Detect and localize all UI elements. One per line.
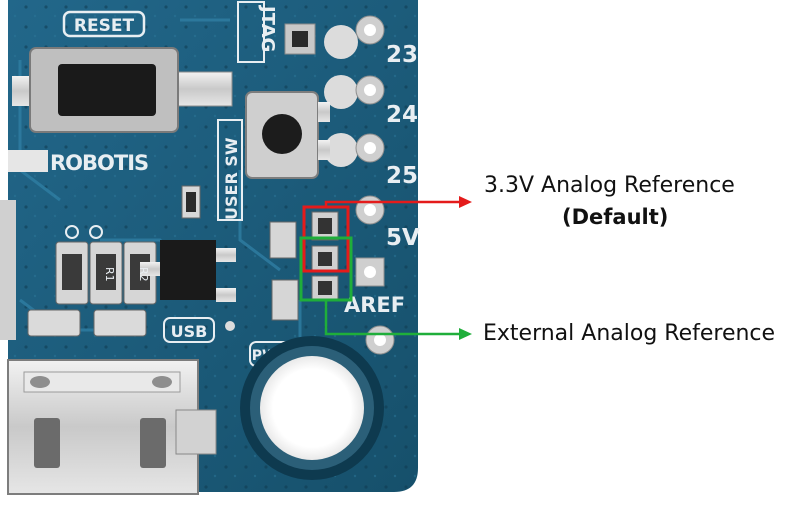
jtag-label: JTAG xyxy=(257,4,278,52)
pin-24-label: 24 xyxy=(386,102,418,128)
aref-label: AREF xyxy=(344,293,405,317)
brand-stripe xyxy=(8,150,48,172)
brand-label: ROBOTIS xyxy=(50,151,148,175)
internal-ref-default-note: (Default) xyxy=(562,205,669,229)
usb-silk-box xyxy=(163,317,215,343)
jtag-silk-box xyxy=(237,1,265,63)
user-switch xyxy=(245,91,330,179)
mounting-hole xyxy=(240,336,384,480)
header-pads xyxy=(324,15,395,355)
reset-label: RESET xyxy=(74,16,135,36)
external-ref-callout-line xyxy=(324,300,460,336)
pin-25-label: 25 xyxy=(386,163,418,189)
resistor-r1-label: R1 xyxy=(103,267,116,282)
aref-jumper-pads xyxy=(311,211,339,301)
usb-label: USB xyxy=(171,322,208,341)
reset-button xyxy=(12,47,233,133)
external-ref-label: External Analog Reference xyxy=(483,321,776,346)
smd-components xyxy=(0,185,299,340)
external-ref-arrowhead xyxy=(459,328,472,340)
usb-led-hole xyxy=(225,321,235,331)
pin-5v-label: 5V xyxy=(386,225,420,251)
micro-usb-connector xyxy=(7,359,217,495)
internal-ref-callout-line xyxy=(324,200,460,207)
reset-silk-box xyxy=(62,10,146,38)
resistor-r2-label: R2 xyxy=(137,267,150,282)
user-sw-silk-box xyxy=(217,119,243,221)
pin-23-label: 23 xyxy=(386,42,418,68)
user-sw-label: USER SW xyxy=(222,137,241,220)
internal-ref-label: 3.3V Analog Reference xyxy=(484,173,735,198)
internal-ref-arrowhead xyxy=(459,196,472,208)
